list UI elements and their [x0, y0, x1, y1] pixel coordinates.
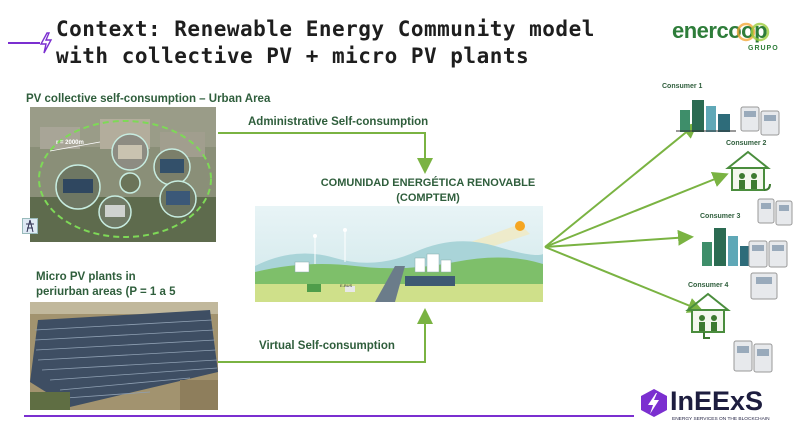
title-line-2: with collective PV + micro PV plants — [56, 44, 530, 68]
consumer-1-label: Consumer 1 — [662, 83, 703, 90]
community-title-line-1: COMUNIDAD ENERGÉTICA RENOVABLE — [320, 177, 536, 189]
ineexs-logo: InEExS ENERGY SERVICES ON THE BLOCKCHAIN — [640, 386, 790, 428]
title-line-1: Context: Renewable Energy Community mode… — [56, 17, 595, 41]
lightning-bolt-icon — [38, 32, 54, 59]
consumer-3-label: Consumer 3 — [700, 213, 741, 220]
ebus-sign: E-BUS — [340, 283, 353, 288]
community-title: COMUNIDAD ENERGÉTICA RENOVABLE (COMPTEM) — [318, 176, 538, 206]
consumer-4-meter-icon — [750, 272, 780, 307]
micro-pv-caption: Micro PV plants in periurban areas (P = … — [36, 270, 175, 300]
consumer-1-buildings-icon — [676, 94, 736, 137]
consumer-2-meter-icon — [757, 198, 793, 233]
arrow-to-consumer-4 — [544, 246, 704, 313]
slide-title: Context: Renewable Energy Community mode… — [56, 16, 595, 70]
consumer-3-buildings-icon — [700, 224, 750, 271]
enercoop-logo-subtitle: GRUPO — [748, 45, 779, 52]
consumer-2-house-icon — [724, 150, 772, 201]
radius-label: r = 2000m — [56, 140, 84, 146]
consumer-1-meter-icon — [740, 106, 782, 143]
admin-self-consumption-label: Administrative Self-consumption — [248, 116, 429, 128]
consumer-4-label: Consumer 4 — [688, 282, 729, 289]
bottom-accent-line — [24, 415, 634, 417]
virtual-self-consumption-label: Virtual Self-consumption — [259, 340, 395, 352]
extra-meter-icon — [733, 340, 773, 379]
consumer-3-meter-icon — [748, 240, 788, 275]
arrow-to-consumer-2 — [544, 172, 729, 248]
consumer-2-label: Consumer 2 — [726, 140, 767, 147]
urban-area-caption: PV collective self-consumption – Urban A… — [26, 93, 271, 105]
consumer-4-house-icon — [684, 292, 732, 347]
ineexs-logo-text: InEExS — [670, 386, 764, 416]
ineexs-hex-bolt-icon — [641, 389, 667, 417]
micro-pv-caption-line-2: periurban areas (P = 1 a 5 — [36, 286, 176, 298]
enercoop-loop-icon — [736, 22, 770, 42]
ineexs-logo-tagline: ENERGY SERVICES ON THE BLOCKCHAIN — [672, 417, 770, 422]
solar-farm-photo — [30, 302, 218, 410]
energy-community-illustration: E-BUS — [255, 206, 543, 302]
virtual-self-consumption-arrow — [218, 308, 433, 363]
admin-self-consumption-arrow — [218, 132, 433, 174]
urban-area-aerial-photo: r = 2000m — [30, 107, 216, 242]
enercoop-logo: enercoop GRUPO — [672, 18, 792, 68]
arrow-to-consumer-1 — [544, 122, 699, 248]
community-title-line-2: (COMPTEM) — [396, 192, 460, 204]
power-tower-icon — [22, 218, 38, 234]
arrow-to-consumer-3 — [544, 229, 694, 248]
micro-pv-caption-line-1: Micro PV plants in — [36, 271, 136, 283]
title-accent-line — [8, 42, 40, 44]
